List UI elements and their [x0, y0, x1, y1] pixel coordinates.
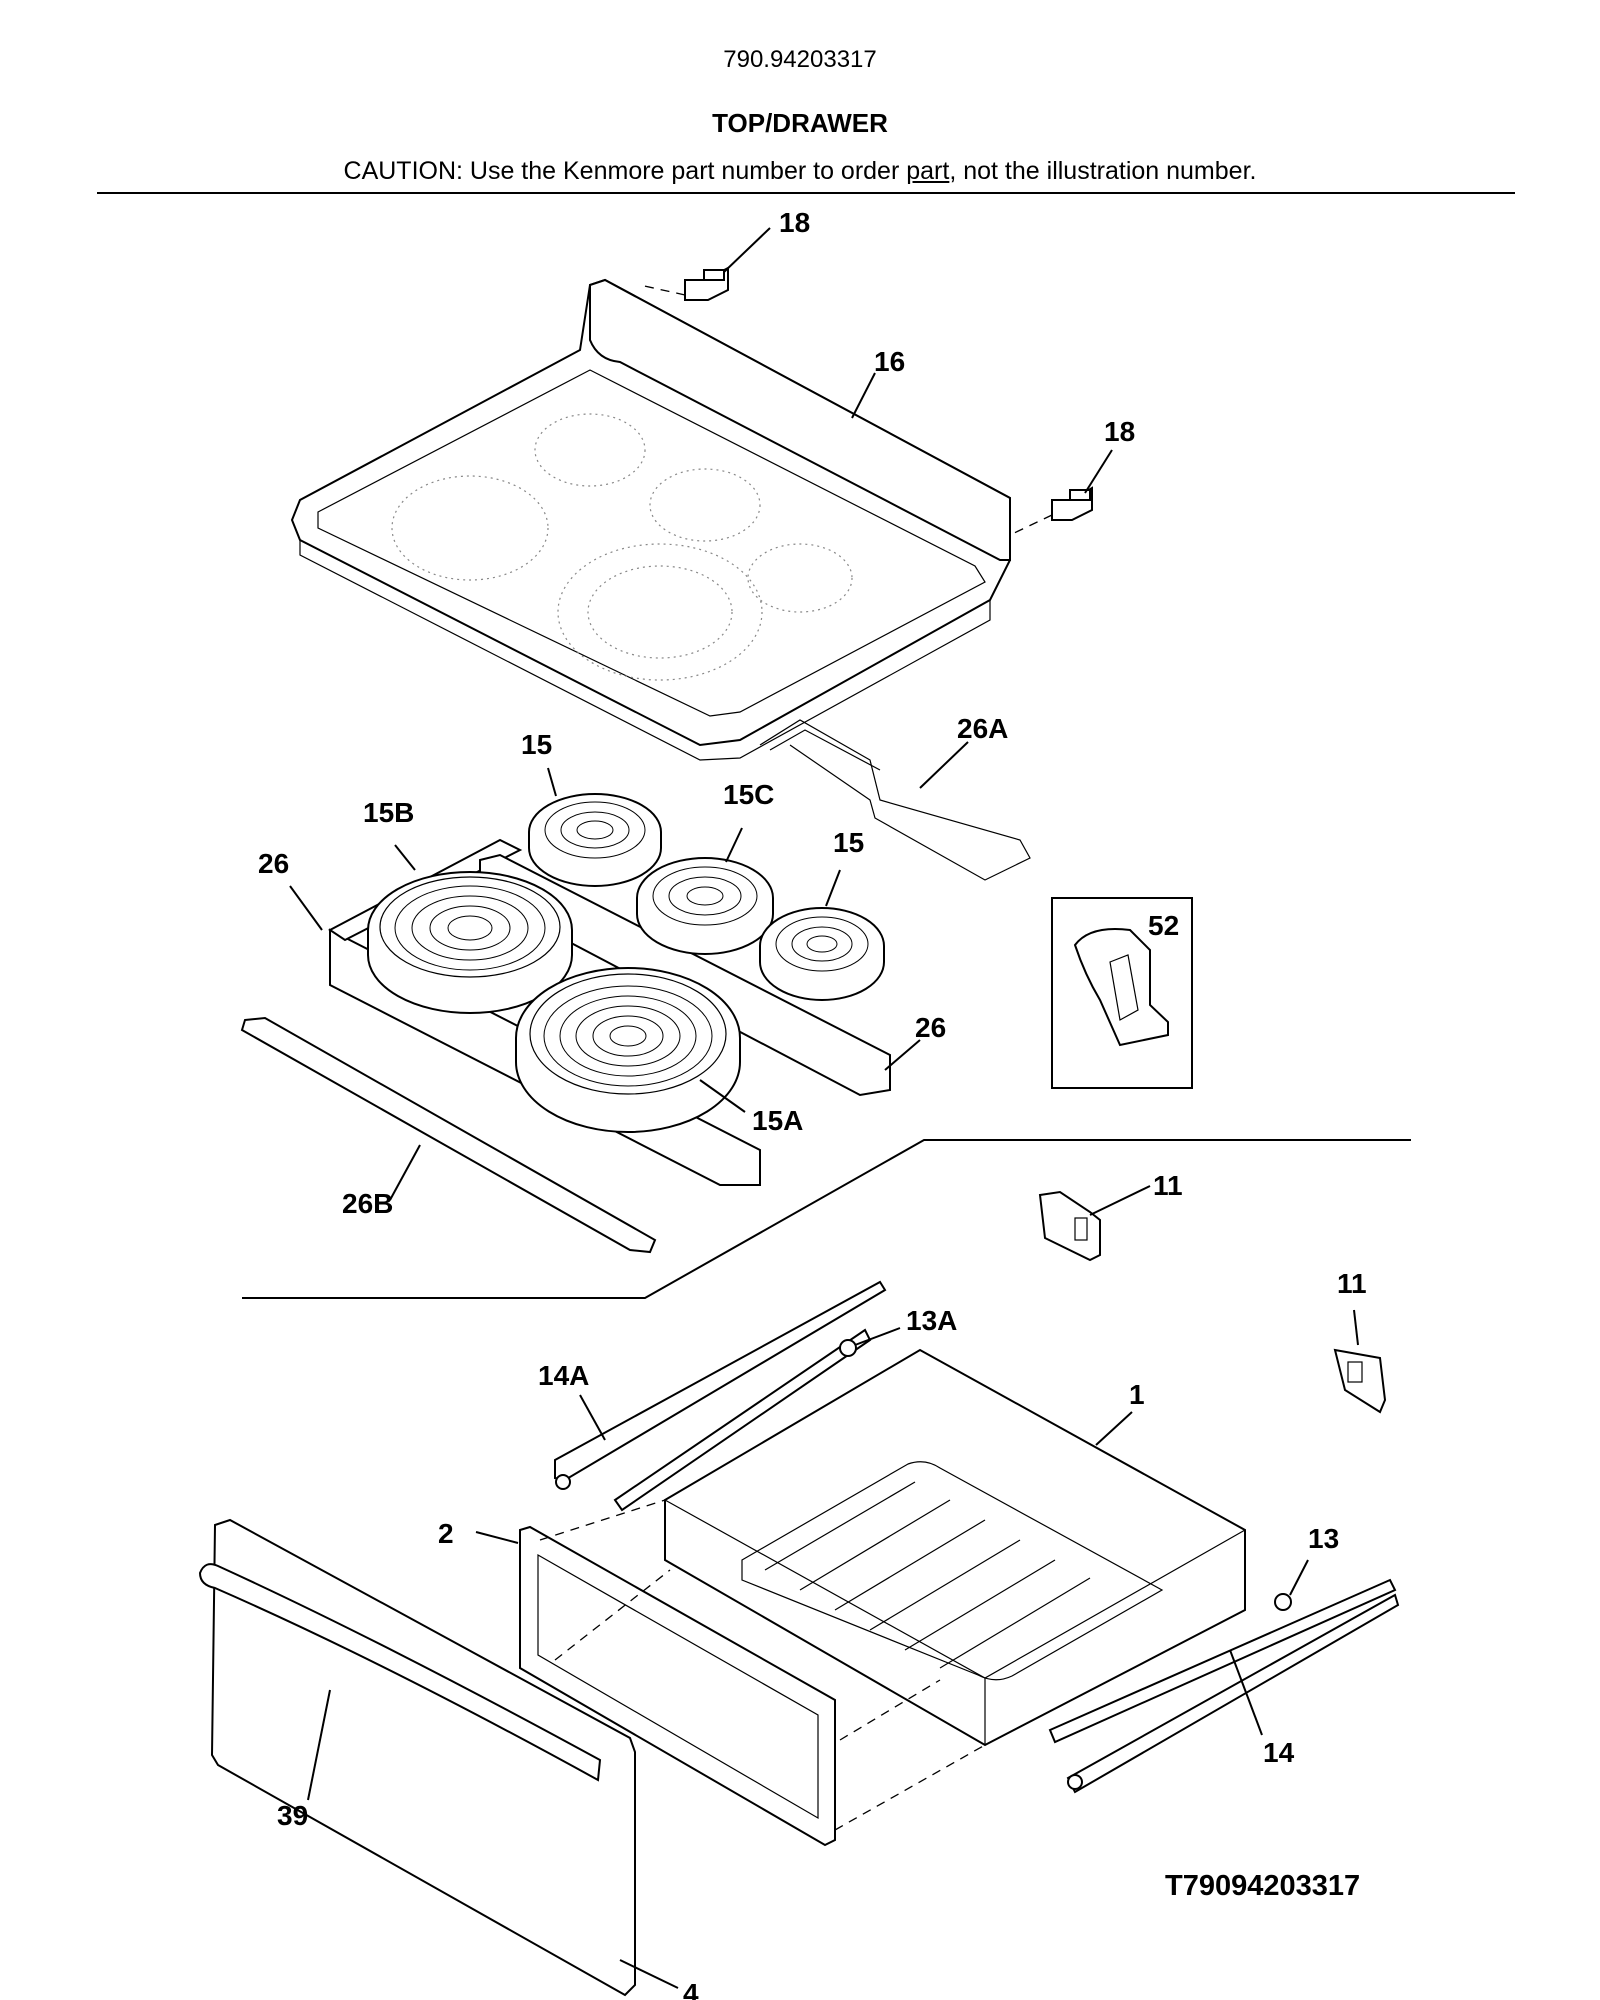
header-rule	[97, 192, 1515, 194]
callout-4: 4	[683, 1978, 699, 2000]
callout-18-top: 18	[779, 207, 810, 238]
assembly-guides	[539, 1499, 986, 1831]
callout-15-top: 15	[521, 729, 552, 760]
caution-prefix: CAUTION: Use the Kenmore part number to …	[343, 157, 907, 185]
callout-15B: 15B	[363, 797, 414, 828]
caution-link: part	[906, 157, 950, 185]
callout-15A: 15A	[752, 1105, 803, 1136]
drawer-glide-left	[554, 1280, 901, 1512]
callout-14A: 14A	[538, 1360, 589, 1391]
burner-15C	[636, 827, 774, 955]
burner-15A	[515, 967, 746, 1133]
caution-note: CAUTION: Use the Kenmore part number to …	[0, 157, 1600, 186]
caution-suffix: , not the illustration number.	[949, 157, 1257, 185]
callout-14: 14	[1263, 1737, 1295, 1768]
section-divider	[242, 1139, 1411, 1299]
callout-13A: 13A	[906, 1305, 957, 1336]
callout-26B: 26B	[342, 1188, 393, 1219]
callout-1: 1	[1129, 1379, 1145, 1410]
callout-26-left: 26	[258, 848, 289, 879]
callout-15C: 15C	[723, 779, 774, 810]
trim-strip	[240, 1016, 657, 1254]
callout-2: 2	[438, 1518, 454, 1549]
callout-11-right: 11	[1337, 1268, 1367, 1299]
inset-part-52	[1051, 897, 1193, 1089]
callout-18-right: 18	[1104, 416, 1135, 447]
drawing-number: T79094203317	[1165, 1870, 1360, 1902]
callout-39: 39	[277, 1800, 308, 1831]
leader-16	[851, 372, 876, 419]
drawer-front-frame	[475, 1525, 836, 1847]
model-number: 790.94203317	[723, 46, 877, 73]
cooktop-glass-top	[290, 278, 1011, 761]
callout-15-right: 15	[833, 827, 864, 858]
burner-15-top	[528, 767, 662, 887]
callout-26-right: 26	[915, 1012, 946, 1043]
drawer-body	[664, 1348, 1246, 1747]
drawer-bracket-11-right	[1333, 1309, 1387, 1414]
drawer-front-panel	[198, 1518, 679, 1997]
callout-11-left: 11	[1153, 1170, 1183, 1201]
section-title: TOP/DRAWER	[712, 108, 888, 138]
drawer-bracket-11-left	[1038, 1185, 1151, 1262]
top-bracket-left	[684, 227, 771, 301]
callout-52: 52	[1148, 910, 1179, 941]
drawer-glide-right	[1048, 1559, 1400, 1794]
burner-15B	[367, 844, 573, 1014]
callout-16: 16	[874, 346, 905, 377]
callout-26A: 26A	[957, 713, 1008, 744]
callout-13: 13	[1308, 1523, 1339, 1554]
top-bracket-right	[639, 284, 1113, 536]
burner-15-right	[759, 869, 885, 1001]
wiring-harness	[759, 719, 1031, 881]
